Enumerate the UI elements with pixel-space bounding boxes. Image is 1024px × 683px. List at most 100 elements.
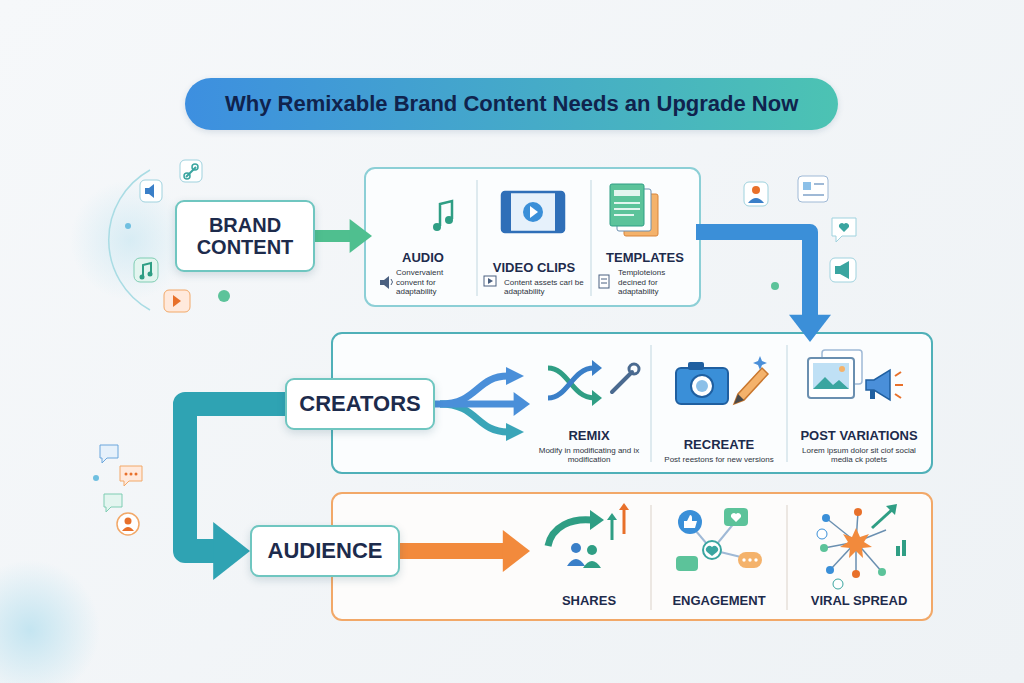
doc-icon [601,283,607,284]
post-cards-icon [895,372,901,376]
post-cards-icon [813,377,849,389]
waveform-icon [405,192,408,232]
engagement-icon [731,513,741,522]
pencil-icon [753,356,767,370]
arrow-shaft [435,401,516,408]
shuffle-icon [612,372,632,392]
node-note: Modify in modificating and ix modificati… [534,446,644,464]
music-badge [148,272,153,277]
title-text: Why Remixable Brand Content Needs an Upg… [225,91,798,117]
film-icon [502,192,511,232]
share-icon [623,508,626,534]
chat-badge [135,473,138,476]
share-icon [548,520,592,546]
engagement-icon [742,558,745,561]
viral-icon [820,544,828,552]
flow-arrow [400,530,530,572]
megaphone-badge [830,258,856,282]
camera-icon [676,362,728,404]
arrow-shaft [400,543,505,559]
people-badge [744,182,768,206]
hub-box: AUDIENCE [250,525,400,577]
chat-badge [125,473,128,476]
audience-panel [650,505,652,610]
post-cards-icon [895,384,903,386]
node-title: RECREATE [684,437,755,452]
heart-badge [839,223,849,232]
doc-icon [601,279,607,280]
node-note: Content assets carl be adaptability [484,278,584,296]
card-badge [803,182,811,190]
chat-badge [100,445,118,463]
viral-icon [902,540,906,556]
content-panel [476,180,478,296]
waveform-icon [420,205,423,219]
waveform-icon [440,201,452,226]
post-cards-icon [808,358,854,398]
template-icon [610,184,658,236]
flow-arrow [696,232,831,342]
card-badge [798,176,828,202]
waveform-icon [386,192,431,232]
dot [93,475,99,481]
people-badge [752,186,760,194]
node-title: VIDEO CLIPS [493,260,575,275]
camera-icon [696,380,708,392]
fork-arrows [440,376,508,404]
item-tile: AUDIOConvervaient convent for adaptabili… [372,178,474,300]
megaphone-badge [830,258,856,282]
creator-panel [786,345,788,462]
waveform-icon [390,202,393,222]
post-cards-icon [895,394,901,398]
pencil-icon [734,356,768,404]
node-title: REMIX [568,428,609,443]
shuffle-icon [592,390,602,406]
card-badge [803,194,824,196]
speaker-icon [380,276,389,289]
item-tile: VIDEO CLIPS Content assets carl be adapta… [480,178,588,300]
camera-icon [691,375,713,397]
dot [218,290,230,302]
waveform-icon [385,208,388,216]
chat-badge [130,473,133,476]
share-icon [587,545,597,555]
viral-icon [826,566,834,574]
waveform-icon [433,223,441,231]
node-title: CREATORS [299,392,420,416]
node-note: Post reestons for new versions [664,455,773,464]
viral-icon [886,504,897,515]
content-panel [590,180,592,296]
hub-box: BRAND CONTENT [175,200,315,272]
waveform-icon [445,216,453,224]
template-icon [614,214,634,216]
waveform-icon [400,204,403,220]
viral-icon [840,528,872,558]
link-badge [180,160,202,182]
link-badge [192,164,198,170]
engagement-icon [703,541,721,559]
fork-arrows [506,423,524,441]
creator-panel [650,345,652,462]
share-icon [583,561,601,568]
film-icon [555,192,564,232]
share-icon [571,543,581,553]
speaker-badge [140,180,162,202]
music-badge [134,258,158,282]
play-badge [173,295,181,307]
clip-icon [484,276,496,286]
share-icon [619,503,629,510]
people-badge [744,182,768,206]
engagement-icon [676,508,762,571]
waveform-icon [430,208,433,216]
pencil-icon [734,368,768,404]
node-note: Convervaient convent for adaptability [376,268,470,296]
doc-icon [599,275,609,288]
post-cards-icon [813,363,849,389]
film-icon [502,192,564,232]
waveform-icon [410,200,413,224]
clip-icon [488,278,493,284]
arrow-head [503,530,530,572]
node-title: POST VARIATIONS [800,428,917,443]
arrow-head [514,392,530,416]
